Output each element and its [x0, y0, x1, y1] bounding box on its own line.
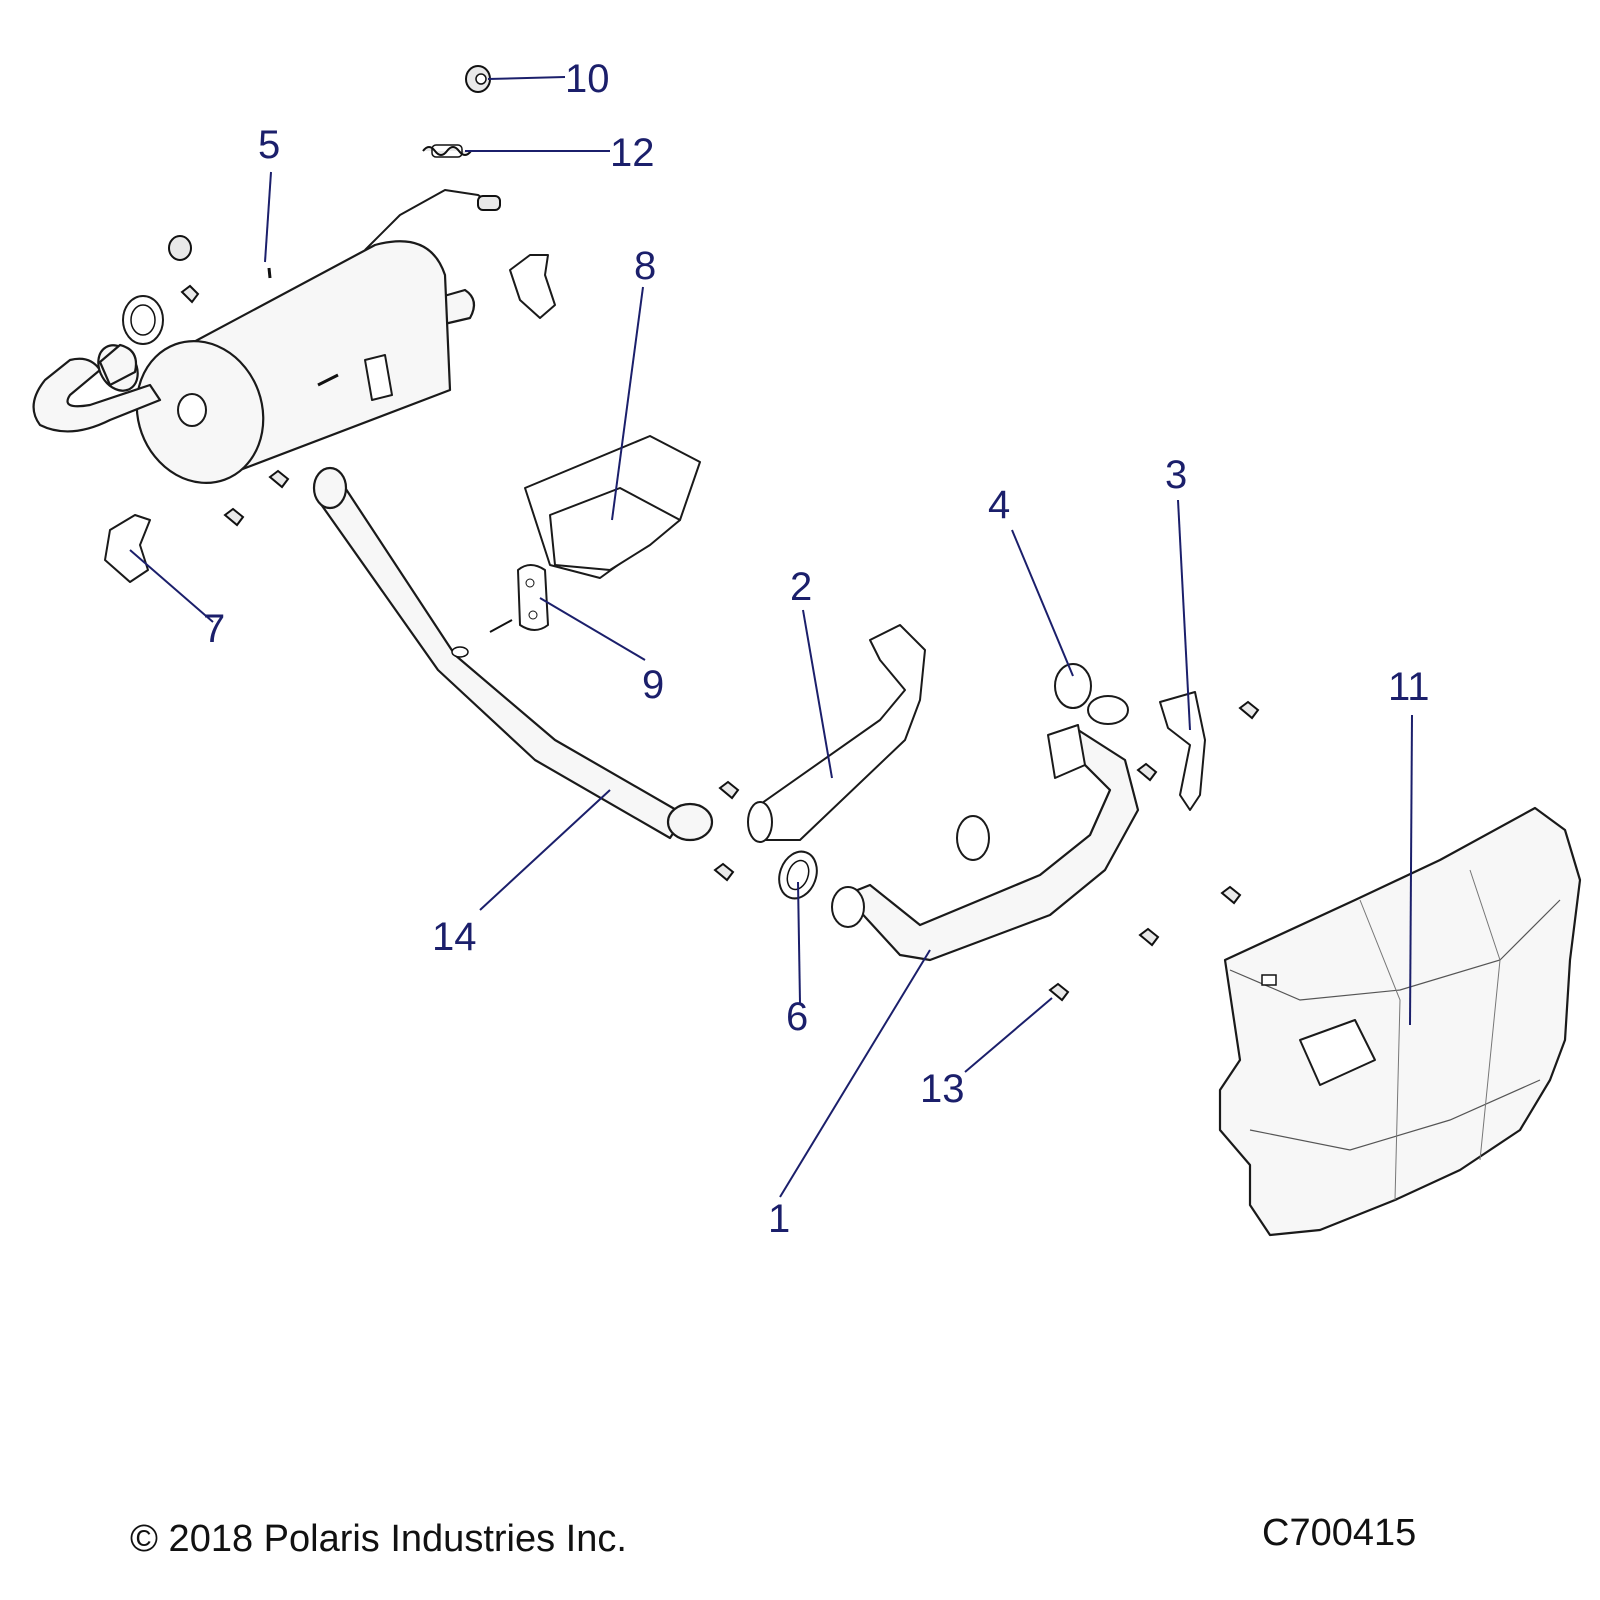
part-10-grommet — [465, 65, 491, 93]
part-2-heat-shield — [747, 624, 926, 843]
leader-lines — [129, 76, 1413, 1198]
callout-10: 10 — [565, 57, 610, 101]
drawing-number: C700415 — [1262, 1512, 1417, 1554]
part-8-heat-shield — [524, 435, 701, 579]
part-6-gasket — [778, 850, 818, 900]
part-14-mid-pipe — [312, 466, 740, 882]
part-11-heat-shield — [1218, 806, 1582, 1237]
part-1-head-pipe — [831, 724, 1140, 962]
callout-14: 14 — [432, 915, 477, 959]
part-13-fasteners — [1048, 700, 1260, 1002]
copyright-notice: © 2018 Polaris Industries Inc. — [130, 1518, 627, 1560]
callout-8: 8 — [634, 244, 656, 288]
part-3-heat-shield — [1159, 691, 1206, 811]
callout-5: 5 — [258, 123, 280, 167]
callout-13: 13 — [920, 1067, 965, 1111]
callout-4: 4 — [988, 483, 1010, 527]
callout-11: 11 — [1388, 665, 1430, 709]
part-12-spring — [422, 144, 472, 158]
callout-9: 9 — [642, 663, 664, 707]
callout-2: 2 — [790, 565, 812, 609]
part-7-bracket — [104, 514, 151, 583]
callout-3: 3 — [1165, 453, 1187, 497]
part-4-clamp — [1054, 663, 1129, 725]
callout-1: 1 — [768, 1197, 790, 1241]
callout-12: 12 — [610, 131, 655, 175]
callout-labels: 10 12 5 8 7 9 2 4 3 11 6 14 1 13 — [203, 57, 1430, 1241]
part-5-muffler — [32, 189, 501, 527]
muffler-bracket-right — [509, 254, 556, 319]
callout-7: 7 — [203, 607, 225, 651]
part-9-isolator — [489, 564, 549, 633]
callout-6: 6 — [786, 995, 808, 1039]
